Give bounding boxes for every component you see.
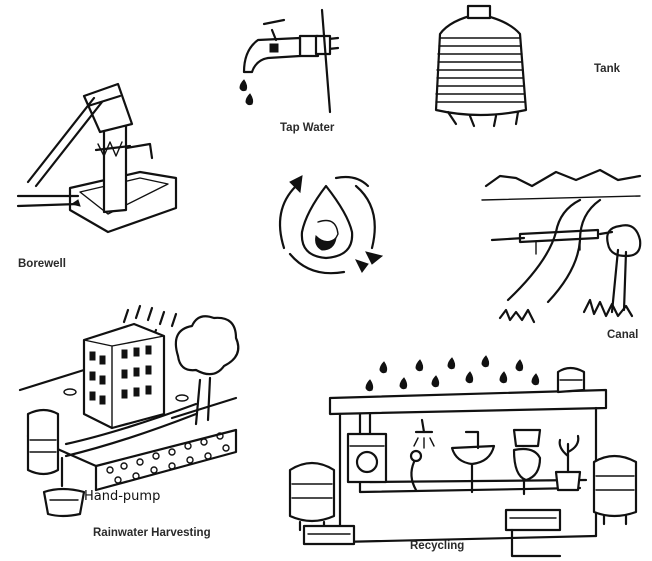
label-rainwater-harvesting: Rainwater Harvesting	[93, 527, 211, 539]
hand-pump-icon	[16, 82, 178, 234]
rainwater-harvesting-icon	[18, 304, 240, 518]
label-tap-water: Tap Water	[280, 122, 335, 134]
water-tank-icon	[434, 4, 528, 128]
label-hand-pump: Hand-pump	[84, 489, 161, 504]
tap-icon	[239, 8, 340, 114]
label-borewell: Borewell	[18, 258, 66, 270]
water-cycle-icon	[278, 175, 384, 275]
label-tank: Tank	[594, 63, 620, 75]
recycling-house-icon	[288, 355, 638, 558]
label-canal: Canal	[607, 329, 639, 341]
canal-icon	[481, 168, 642, 324]
label-recycling: Recycling	[410, 540, 465, 552]
